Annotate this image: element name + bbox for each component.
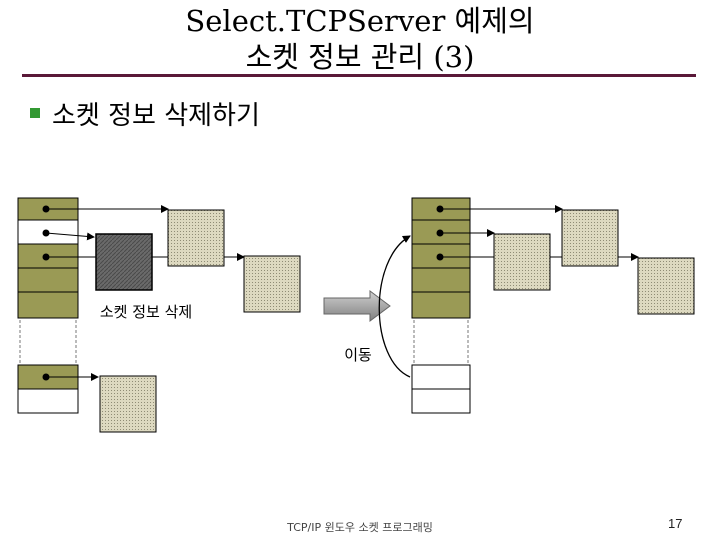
bullet-item: 소켓 정보 삭제하기 xyxy=(30,96,260,131)
page-number: 17 xyxy=(668,516,683,531)
info-box xyxy=(167,209,225,267)
bullet-text: 소켓 정보 삭제하기 xyxy=(52,100,260,131)
info-box xyxy=(637,257,695,315)
info-box xyxy=(243,255,301,313)
slide-title-line2: 소켓 정보 관리 (3) xyxy=(245,40,475,74)
delete-label: 소켓 정보 삭제 xyxy=(100,303,192,321)
title-divider xyxy=(22,74,696,77)
slide-title-line1: Select.TCPServer 예제의 xyxy=(185,4,535,38)
info-box xyxy=(493,233,551,291)
bullet-square-icon xyxy=(30,108,40,118)
right-socket-array xyxy=(378,197,639,414)
move-label: 이동 xyxy=(344,346,372,364)
info-box xyxy=(99,375,157,433)
deleted-info-box xyxy=(95,233,153,291)
footer-text: TCP/IP 윈도우 소켓 프로그래밍 xyxy=(287,521,433,534)
info-box xyxy=(561,209,619,267)
